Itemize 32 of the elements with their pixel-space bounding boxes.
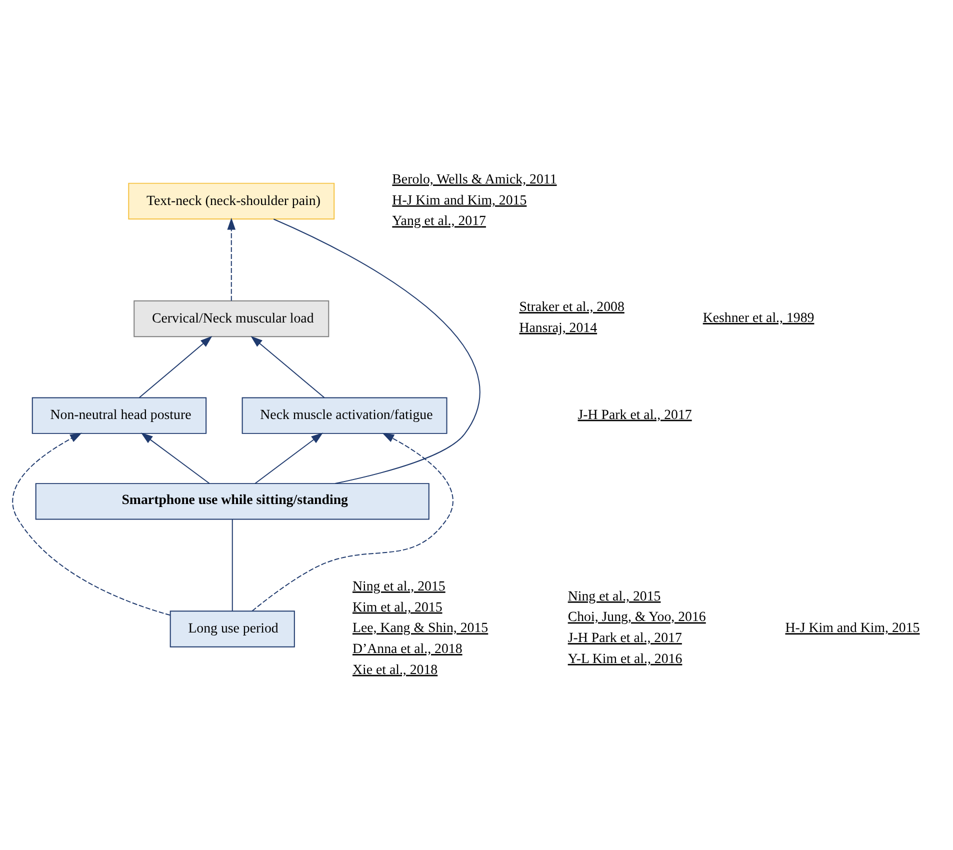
connector — [273, 218, 480, 484]
label: Lee, Kang & Shin, 2015 — [352, 620, 488, 636]
label: Straker et al., 2008 — [519, 300, 624, 315]
label: H-J Kim and Kim, 2015 — [785, 620, 920, 636]
node-box: Cervical/Neck muscular load — [134, 300, 330, 337]
node-box: Long use period — [170, 610, 295, 647]
label: Ning et al., 2015 — [352, 578, 446, 594]
node-box: Smartphone use while sitting/standing — [35, 482, 430, 520]
label: Yang et al., 2017 — [392, 214, 486, 229]
label: J-H Park et al., 2017 — [578, 407, 692, 422]
arrow — [138, 335, 212, 398]
node-box: Text-neck (neck-shoulder pain) — [128, 182, 335, 220]
arrow — [250, 335, 325, 398]
node-box: Non-neutral head posture — [32, 396, 207, 434]
connector — [232, 518, 233, 612]
label: Y-L Kim et al., 2016 — [568, 651, 682, 666]
label: Hansraj, 2014 — [519, 320, 598, 336]
label: Xie et al., 2018 — [352, 662, 438, 678]
arrow — [12, 432, 171, 616]
label: Keshner et al., 1989 — [702, 310, 814, 326]
label: Berolo, Wells & Amick, 2011 — [392, 172, 557, 188]
arrow — [227, 217, 236, 301]
label: J-H Park et al., 2017 — [568, 630, 682, 646]
label: H-J Kim and Kim, 2015 — [392, 192, 527, 208]
label: Choi, Jung, & Yoo, 2016 — [568, 610, 706, 625]
arrow — [252, 432, 454, 612]
label: D’Anna et al., 2018 — [352, 642, 462, 656]
label: Ning et al., 2015 — [568, 588, 661, 604]
node-box: Neck muscle activation/fatigue — [242, 396, 448, 434]
arrow — [140, 432, 210, 484]
arrow — [254, 432, 324, 484]
label: Kim et al., 2015 — [352, 600, 442, 615]
